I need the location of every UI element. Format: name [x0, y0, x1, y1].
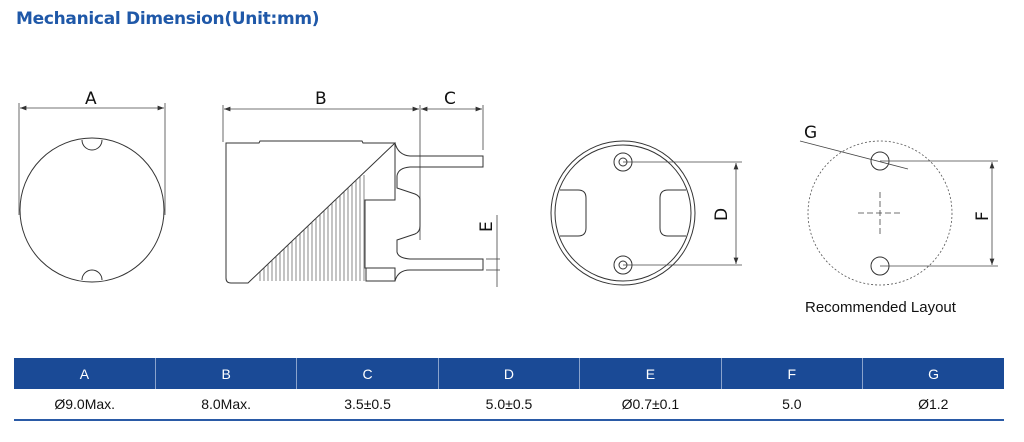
dimension-label-a: A [85, 89, 97, 109]
value-cell: 5.0±0.5 [438, 389, 580, 421]
bottom-view: D [550, 140, 742, 286]
value-cell: 8.0Max. [155, 389, 297, 421]
value-cell: 5.0 [721, 389, 863, 421]
dimension-label-e: E [477, 221, 497, 232]
front-view: A [18, 89, 166, 283]
value-cell: Ø1.2 [862, 389, 1004, 421]
dimension-table: A B C D E F G Ø9.0Max. 8.0Max. 3.5±0.5 5… [14, 358, 1004, 421]
dimension-label-g: G [804, 123, 817, 143]
header-cell: C [296, 358, 439, 389]
recommended-layout-caption: Recommended Layout [805, 299, 957, 316]
table-row: Ø9.0Max. 8.0Max. 3.5±0.5 5.0±0.5 Ø0.7±0.… [14, 389, 1004, 421]
value-cell: 3.5±0.5 [296, 389, 439, 421]
dimension-label-d: D [712, 208, 732, 221]
header-cell: G [862, 358, 1004, 389]
dimension-label-f: F [973, 211, 993, 221]
dimension-label-b: B [315, 89, 327, 109]
page-title: Mechanical Dimension(Unit:mm) [16, 9, 320, 29]
header-cell: E [579, 358, 722, 389]
table-header-row: A B C D E F G [14, 358, 1004, 389]
header-cell: D [437, 358, 580, 389]
dimension-label-c: C [444, 89, 456, 109]
header-cell: B [154, 358, 297, 389]
mechanical-drawing: A B C E D [18, 89, 998, 316]
value-cell: Ø9.0Max. [14, 389, 156, 421]
header-cell: F [720, 358, 863, 389]
recommended-layout: G F Recommended Layout [799, 123, 998, 316]
header-cell: A [14, 358, 156, 389]
value-cell: Ø0.7±0.1 [579, 389, 722, 421]
side-view: B C E [222, 89, 500, 287]
